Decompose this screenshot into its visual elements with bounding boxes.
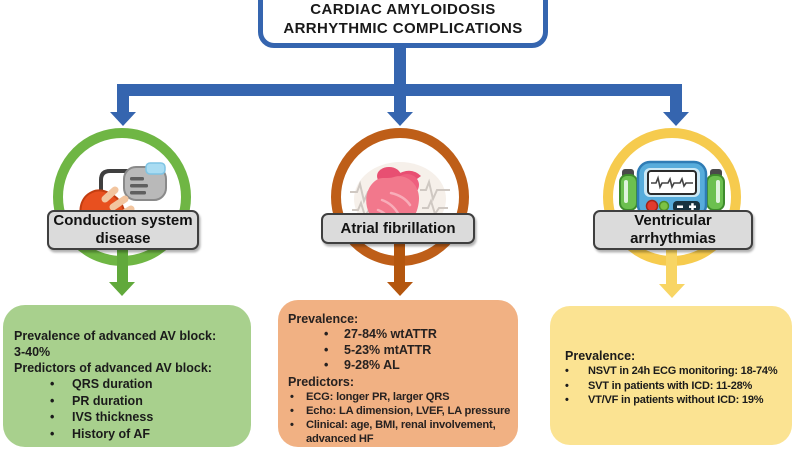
list-item: QRS duration [50,376,245,393]
list-item: PR duration [50,393,245,410]
prevalence-value: 3-40% [14,345,51,359]
prevalence-heading: Prevalence: [565,349,636,363]
list-item-text: NSVT in 24h ECG monitoring: 18-74% [588,365,778,377]
prevalence-heading: Prevalence of advanced AV block: [14,329,217,343]
title-box: CARDIAC AMYLOIDOSIS ARRHYTHMIC COMPLICAT… [258,0,548,48]
predictors-heading: Predictors: [288,374,354,389]
list-item: Echo: LA dimension, LVEF, LA pressure [290,404,513,418]
connector-horizontal-bar [117,84,682,96]
list-item: 5-23% mtATTR [324,343,513,359]
label-line: Atrial fibrillation [340,219,456,237]
connector-stem-left [117,94,129,113]
list-item-text: History of AF [72,426,151,441]
label-line: Ventricular [634,212,712,229]
list-item: SVT in patients with ICD: 11-28% [565,379,787,394]
info-box-ventricular-arrhythmias: Prevalence: NSVT in 24h ECG monitoring: … [550,306,792,445]
title-line-1: CARDIAC AMYLOIDOSIS [310,1,496,18]
predictors-list: ECG: longer PR, larger QRS Echo: LA dime… [290,390,513,446]
predictors-heading: Predictors of advanced AV block: [14,361,212,375]
arrow-down-icon [659,284,685,298]
list-item: Clinical: age, BMI, renal involvement, a… [290,418,513,446]
predictors-list: QRS duration PR duration IVS thickness H… [50,376,245,442]
connector-stem-right [670,94,682,113]
label-conduction-system-disease: Conduction system disease [47,210,199,250]
list-item-text: PR duration [72,393,143,408]
list-item: NSVT in 24h ECG monitoring: 18-74% [565,364,787,379]
list-item-text: 9-28% AL [344,358,400,372]
arrow-down-icon [387,282,413,296]
arrow-stem [117,242,128,284]
predictors-section: Predictors: ECG: longer PR, larger QRS E… [288,374,513,446]
list-item: 27-84% wtATTR [324,327,513,343]
info-box-atrial-fibrillation: Prevalence: 27-84% wtATTR 5-23% mtATTR 9… [278,300,518,447]
list-item-text: 27-84% wtATTR [344,327,437,341]
list-item-text: 5-23% mtATTR [344,342,432,357]
arrow-stem [394,242,405,284]
list-item-text: SVT in patients with ICD: 11-28% [588,379,753,392]
arrow-down-icon [109,282,135,296]
list-item-text: QRS duration [72,377,153,391]
list-item-text: Echo: LA dimension, LVEF, LA pressure [306,404,511,417]
title-line-2: ARRHYTHMIC COMPLICATIONS [283,20,523,37]
label-line: Conduction system [53,212,193,229]
list-item: IVS thickness [50,409,245,426]
label-ventricular-arrhythmias: Ventricular arrhythmias [593,210,753,250]
arrow-down-icon [663,112,689,126]
list-item: VT/VF in patients without ICD: 19% [565,393,787,408]
connector-stem-top [394,46,406,86]
prevalence-list: NSVT in 24h ECG monitoring: 18-74% SVT i… [565,364,787,408]
connector-stem-center [394,94,406,113]
prevalence-section: Prevalence: 27-84% wtATTR 5-23% mtATTR 9… [288,311,513,374]
list-item-text: VT/VF in patients without ICD: 19% [588,394,764,406]
arrow-down-icon [110,112,136,126]
info-box-conduction-system: Prevalence of advanced AV block: 3-40% P… [3,305,251,447]
label-atrial-fibrillation: Atrial fibrillation [321,213,475,244]
label-line: disease [95,230,151,247]
prevalence-list: 27-84% wtATTR 5-23% mtATTR 9-28% AL [324,327,513,374]
defibrillator-icon [619,160,725,237]
arrow-down-icon [387,112,413,126]
list-item: History of AF [50,426,245,443]
arrow-stem [666,244,677,286]
label-line: arrhythmias [630,230,716,247]
list-item: 9-28% AL [324,358,513,374]
list-item-text: IVS thickness [72,410,154,424]
prevalence-heading: Prevalence: [288,312,359,326]
list-item-text: ECG: longer PR, larger QRS [306,390,450,403]
list-item-text: Clinical: age, BMI, renal involvement, a… [306,418,496,445]
list-item: ECG: longer PR, larger QRS [290,390,513,404]
